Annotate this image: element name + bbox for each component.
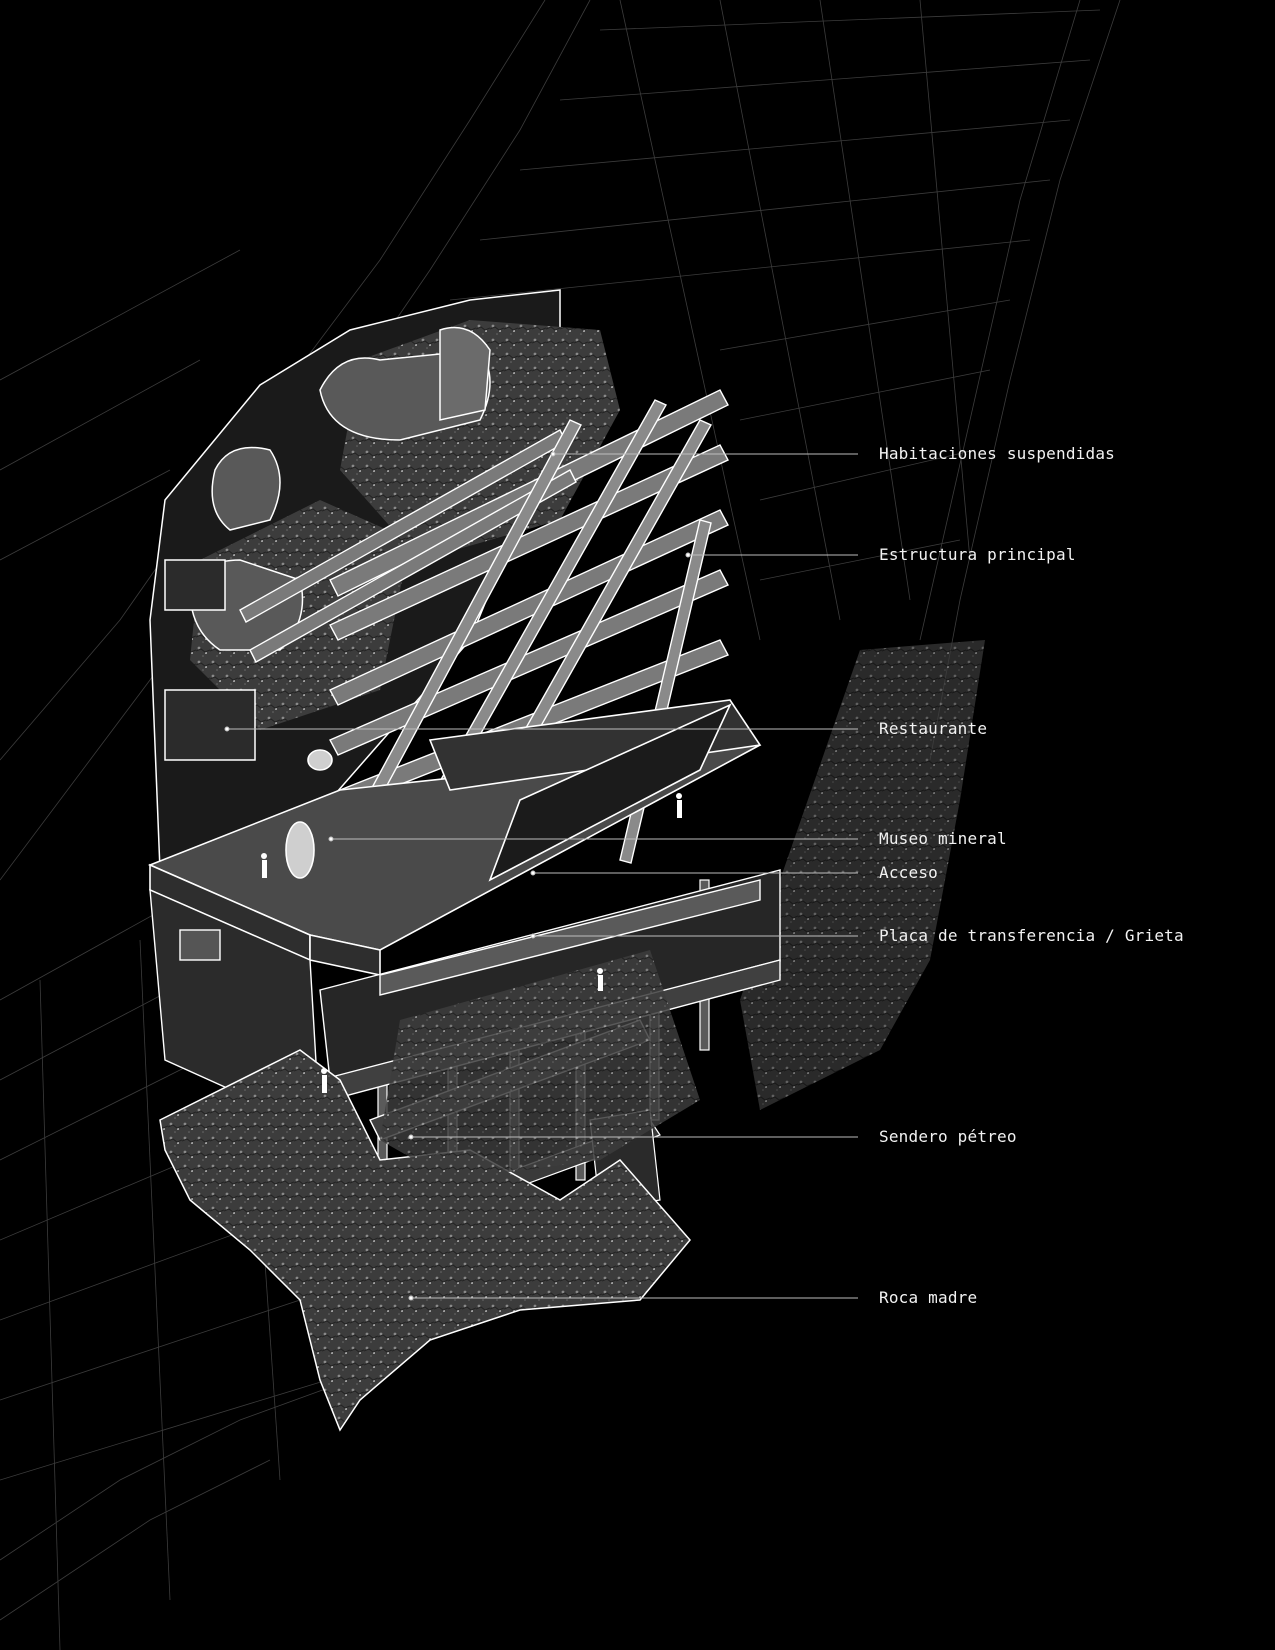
museum-deck [147,699,762,976]
leader-lines [224,451,858,1301]
label-restaurante: Restaurante [879,719,988,738]
label-acceso: Acceso [879,863,938,882]
label-museo-mineral: Museo mineral [879,829,1007,848]
lower-rock-fill [380,950,700,1180]
label-roca-madre: Roca madre [879,1288,978,1307]
label-estructura-principal: Estructura principal [879,545,1076,564]
human-figures [261,793,682,1093]
bedrock [159,1049,691,1432]
suspended-rooms [164,326,491,761]
label-habitaciones-suspendidas: Habitaciones suspendidas [879,444,1115,463]
label-sendero-petreo: Sendero pétreo [879,1127,1017,1146]
main-structure-tubes [239,389,729,886]
label-placa-de-transferencia: Placa de transferencia / Grieta [879,926,1184,945]
right-rock-mass [740,640,985,1110]
